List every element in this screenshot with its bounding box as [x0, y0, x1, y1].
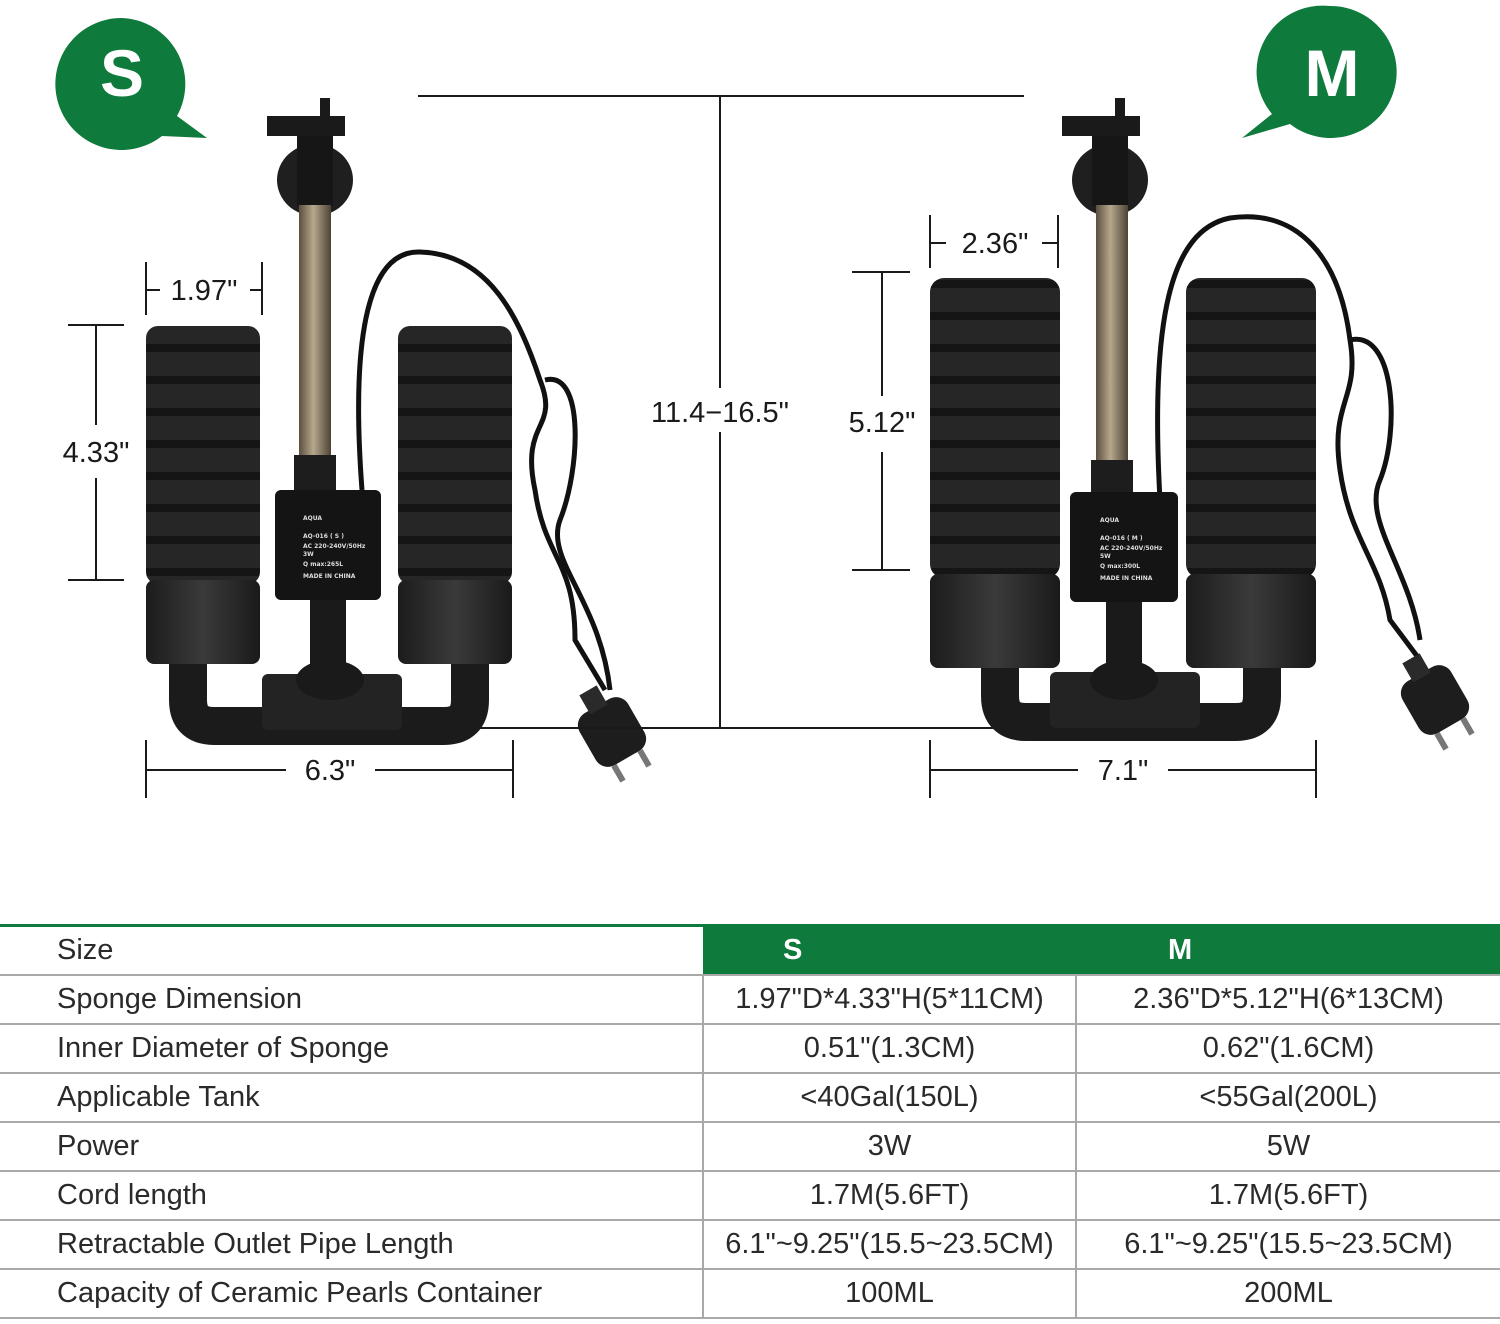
s-pump-logo: AQUA: [303, 515, 322, 522]
s-pump-model: AQ-016 ( S ): [303, 533, 344, 540]
filter-s-image: AQUA AQ-016 ( S ) AC 220-240V/50Hz 3W Q …: [146, 98, 652, 783]
m-pump-model: AQ-016 ( M ): [1100, 535, 1143, 542]
row-label: Power: [0, 1121, 703, 1172]
row-value-m: 6.1"~9.25"(15.5~23.5CM): [1075, 1219, 1500, 1270]
row-value-m: 200ML: [1075, 1268, 1500, 1319]
s-pump-power: 3W: [303, 551, 314, 558]
row-value-s: 1.97"D*4.33"H(5*11CM): [702, 974, 1076, 1025]
table-row: Applicable Tank <40Gal(150L) <55Gal(200L…: [0, 1072, 1500, 1123]
size-m-badge-label: M: [1305, 36, 1360, 110]
m-pump-qmax: Q max:300L: [1100, 563, 1140, 570]
s-sponge-height-label: 4.33": [63, 437, 130, 469]
row-value-m: 0.62"(1.6CM): [1075, 1023, 1500, 1074]
table-header-m: M: [1076, 924, 1500, 976]
row-label: Capacity of Ceramic Pearls Container: [0, 1268, 703, 1319]
product-dimension-figure: S M AQUA AQ-016 ( S ) AC 220-240V/50Hz 3…: [55, 5, 1475, 798]
row-label: Cord length: [0, 1170, 703, 1221]
table-header-label: Size: [0, 924, 703, 976]
m-pump-origin: MADE IN CHINA: [1100, 575, 1153, 582]
s-pump-origin: MADE IN CHINA: [303, 573, 356, 580]
row-label: Sponge Dimension: [0, 974, 703, 1025]
s-pump-qmax: Q max:265L: [303, 561, 343, 568]
table-row: Cord length 1.7M(5.6FT) 1.7M(5.6FT): [0, 1170, 1500, 1221]
row-value-m: 2.36"D*5.12"H(6*13CM): [1075, 974, 1500, 1025]
table-row: Retractable Outlet Pipe Length 6.1"~9.25…: [0, 1219, 1500, 1270]
height-dimension-lines: [406, 95, 1036, 729]
table-row: Sponge Dimension 1.97"D*4.33"H(5*11CM) 2…: [0, 974, 1500, 1025]
s-sponge-diameter-label: 1.97": [171, 275, 238, 307]
m-pump-logo: AQUA: [1100, 517, 1119, 524]
table-row: Capacity of Ceramic Pearls Container 100…: [0, 1268, 1500, 1319]
s-width-label: 6.3": [305, 755, 356, 787]
table-header-row: Size S M: [0, 924, 1500, 976]
filter-m-image: AQUA AQ-016 ( M ) AC 220-240V/50Hz 5W Q …: [930, 98, 1475, 751]
row-value-m: 1.7M(5.6FT): [1075, 1170, 1500, 1221]
row-label: Inner Diameter of Sponge: [0, 1023, 703, 1074]
spec-table: Size S M Sponge Dimension 1.97"D*4.33"H(…: [0, 924, 1500, 1319]
row-value-m: 5W: [1075, 1121, 1500, 1172]
m-pump-voltage: AC 220-240V/50Hz: [1100, 545, 1163, 552]
s-pump-voltage: AC 220-240V/50Hz: [303, 543, 366, 550]
table-row: Power 3W 5W: [0, 1121, 1500, 1172]
table-row: Inner Diameter of Sponge 0.51"(1.3CM) 0.…: [0, 1023, 1500, 1074]
s-dimension-lines: [68, 262, 514, 798]
row-label: Applicable Tank: [0, 1072, 703, 1123]
table-header-s: S: [703, 924, 1076, 976]
m-pump-power: 5W: [1100, 553, 1111, 560]
row-value-s: 1.7M(5.6FT): [702, 1170, 1076, 1221]
m-sponge-diameter-label: 2.36": [962, 228, 1029, 260]
row-value-s: 100ML: [702, 1268, 1076, 1319]
row-value-s: 3W: [702, 1121, 1076, 1172]
row-value-s: 0.51"(1.3CM): [702, 1023, 1076, 1074]
row-value-m: <55Gal(200L): [1075, 1072, 1500, 1123]
m-sponge-height-label: 5.12": [849, 407, 916, 439]
row-value-s: 6.1"~9.25"(15.5~23.5CM): [702, 1219, 1076, 1270]
size-s-badge: S: [55, 17, 207, 150]
m-dimension-lines: [852, 215, 1317, 798]
m-width-label: 7.1": [1098, 755, 1149, 787]
row-value-s: <40Gal(150L): [702, 1072, 1076, 1123]
height-range-label: 11.4−16.5": [651, 397, 789, 429]
size-m-badge: M: [1242, 5, 1397, 139]
row-label: Retractable Outlet Pipe Length: [0, 1219, 703, 1270]
size-s-badge-label: S: [100, 36, 144, 110]
